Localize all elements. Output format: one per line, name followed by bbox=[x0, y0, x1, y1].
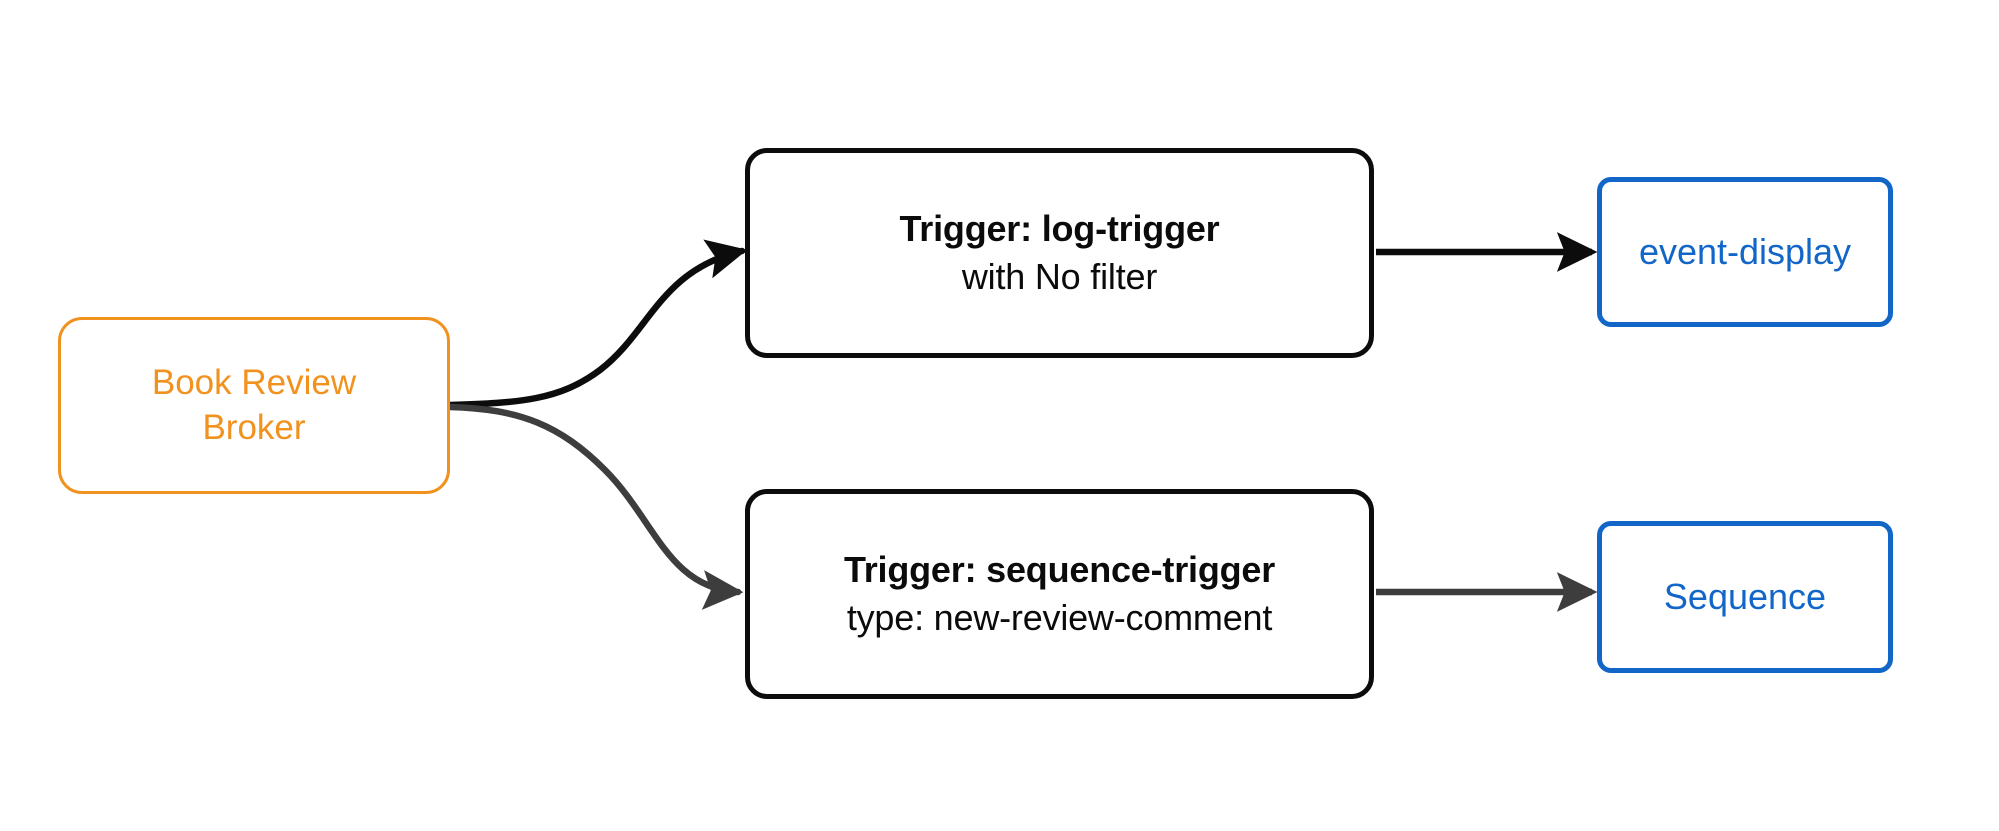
node-trigger-sequence-trigger[interactable]: Trigger: sequence-trigger type: new-revi… bbox=[745, 489, 1374, 699]
edge-broker-to-sequence-trigger bbox=[446, 403, 744, 610]
node-trigger-log-trigger[interactable]: Trigger: log-trigger with No filter bbox=[745, 148, 1374, 358]
node-sequence[interactable]: Sequence bbox=[1597, 521, 1893, 673]
edge-broker-to-log-trigger bbox=[446, 239, 748, 409]
node-event-display-label: event-display bbox=[1638, 230, 1852, 272]
node-sequence-label: Sequence bbox=[1663, 575, 1827, 617]
node-trigger-log-title: Trigger: log-trigger bbox=[899, 207, 1220, 249]
node-trigger-sequence-title: Trigger: sequence-trigger bbox=[843, 548, 1276, 590]
node-trigger-log-subtitle: with No filter bbox=[961, 256, 1158, 297]
node-trigger-sequence-subtitle: type: new-review-comment bbox=[846, 597, 1273, 638]
node-event-display[interactable]: event-display bbox=[1597, 177, 1893, 327]
node-broker-line-2: Broker bbox=[202, 407, 306, 447]
node-book-review-broker[interactable]: Book Review Broker bbox=[58, 317, 450, 494]
node-broker-line-1: Book Review bbox=[151, 362, 357, 402]
